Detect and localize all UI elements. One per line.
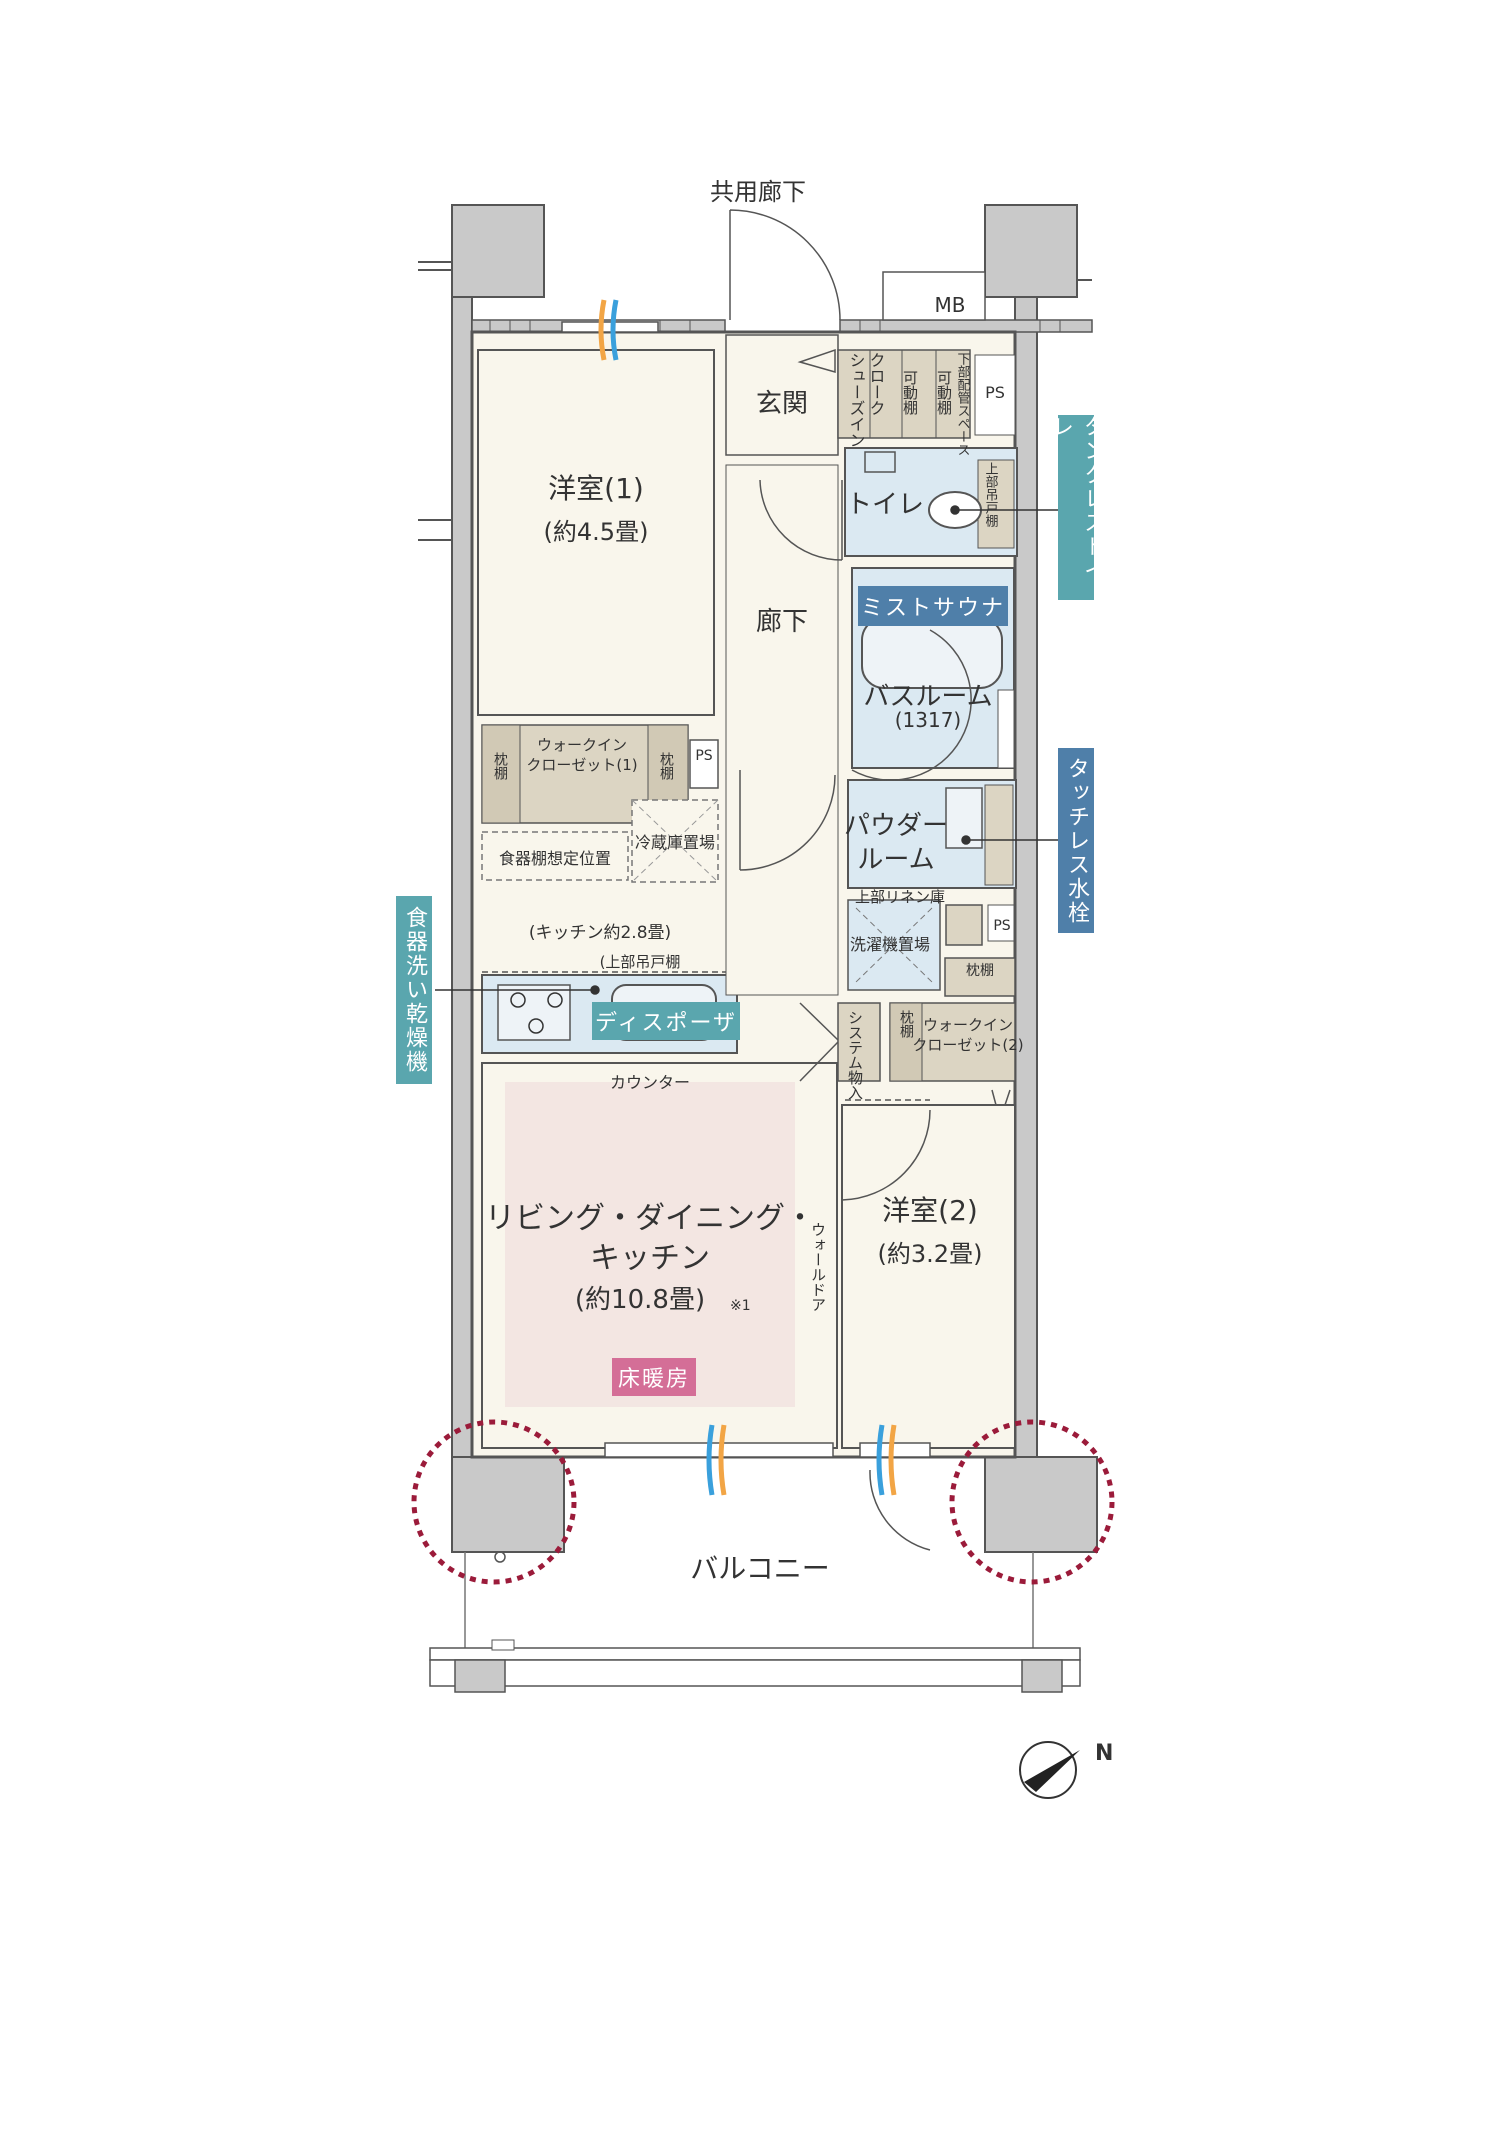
disposer-label: ディスポーザ <box>594 1011 738 1036</box>
fridge-label: 冷蔵庫置場 <box>635 833 715 852</box>
mist-sauna-tag: ミストサウナ <box>858 586 1008 626</box>
wic1-label: ウォークイン <box>537 736 627 754</box>
toilet-upper-cabinet-label: 上部吊戸棚 <box>983 462 999 527</box>
rooms <box>470 330 1018 1459</box>
wall-door-label: ウォールドア <box>809 1222 827 1312</box>
movable-shelf-2-label: 可動棚 <box>935 370 953 415</box>
corridor-label: 共用廊下 <box>710 178 806 206</box>
shoe-in-label: シューズイン <box>847 352 866 448</box>
room1-size: (約4.5畳) <box>544 518 649 546</box>
ps3-label: PS <box>993 918 1010 934</box>
ldk-label-1: リビング・ダイニング・ <box>485 1201 815 1236</box>
floor-heating-tag: 床暖房 <box>612 1358 696 1396</box>
cloak-label: クローク <box>867 352 886 416</box>
disposer-tag: ディスポーザ <box>592 1002 740 1040</box>
pillow-shelf-1-label: 枕棚 <box>492 752 508 780</box>
pillow-shelf-3-label: 枕棚 <box>966 963 994 979</box>
room2-label: 洋室(2) <box>882 1194 978 1227</box>
callout-leaders <box>435 505 1058 995</box>
under-pipe-label: 下部配管スペース <box>955 352 971 456</box>
upper-cabinet-label: (上部吊戸棚 <box>600 953 681 971</box>
hallway-label: 廊下 <box>756 607 808 637</box>
ldk-note: ※1 <box>730 1298 751 1314</box>
powder-label-b: ルーム <box>857 845 934 875</box>
north-arrow: N <box>1019 1741 1113 1799</box>
ps-label: PS <box>985 383 1005 402</box>
wic1-label-b: クローゼット(1) <box>526 756 637 774</box>
ldk-size: (約10.8畳) <box>575 1285 705 1315</box>
floor-heating-label: 床暖房 <box>617 1367 690 1392</box>
room2-size: (約3.2畳) <box>878 1240 983 1268</box>
movable-shelf-1-label: 可動棚 <box>901 370 919 415</box>
ps2-label: PS <box>695 748 712 764</box>
washer-label: 洗濯機置場 <box>850 935 930 954</box>
entrance-label: 玄関 <box>756 389 808 419</box>
text-labels: 共用廊下 MB 玄関 シューズイン クローク 可動棚 可動棚 下部配管スペース … <box>485 178 1024 1585</box>
tankless-toilet-tag: タンクレストイレ <box>1048 415 1105 600</box>
bathroom-size: (1317) <box>895 708 962 732</box>
touchless-faucet-tag: タッチレス水栓 <box>1058 748 1094 933</box>
counter-label: カウンター <box>610 1073 690 1092</box>
touchless-faucet-label: タッチレス水栓 <box>1064 756 1089 925</box>
toilet-label: トイレ <box>846 490 924 520</box>
pillow-shelf-4-label: 枕棚 <box>898 1010 914 1038</box>
mist-sauna-label: ミストサウナ <box>860 596 1005 621</box>
kitchen-size: (キッチン約2.8畳) <box>529 923 671 943</box>
wic2-label: ウォークイン <box>923 1016 1013 1034</box>
highlight-circles <box>411 1419 1115 1585</box>
powder-label: パウダー <box>844 811 948 841</box>
linen-label: 上部リネン庫 <box>855 888 945 906</box>
mb-label: MB <box>935 293 966 317</box>
system-storage-label: システム物入 <box>846 1010 864 1100</box>
ldk-label-2: キッチン <box>590 1241 710 1276</box>
dishwasher-tag: 食器洗い乾燥機 <box>396 896 432 1084</box>
wic2-label-b: クローゼット(2) <box>912 1036 1023 1054</box>
doors <box>561 209 972 1551</box>
pillow-shelf-2-label: 枕棚 <box>658 752 674 780</box>
bathroom-label: バスルーム <box>863 682 992 712</box>
dish-shelf-label: 食器棚想定位置 <box>499 849 611 868</box>
room1-label: 洋室(1) <box>548 472 644 505</box>
balcony-label: バルコニー <box>690 1552 829 1585</box>
ventilation-arrows <box>598 299 897 1496</box>
north-label: N <box>1095 1741 1113 1766</box>
dishwasher-label: 食器洗い乾燥機 <box>402 906 427 1074</box>
tankless-toilet-label: タンクレストイレ <box>1048 415 1105 583</box>
